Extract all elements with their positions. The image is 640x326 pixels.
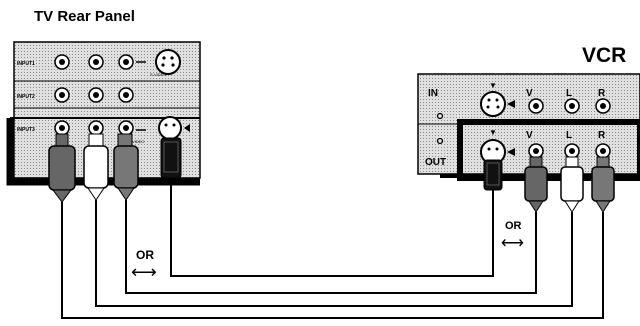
vcr-in-v-label: V — [526, 88, 533, 99]
tv-input2-label: INPUT2 — [17, 94, 35, 100]
vcr-plug-audio-right — [591, 156, 615, 213]
tv-row3-jacks — [54, 116, 190, 140]
vcr-screw-top — [436, 112, 444, 120]
tv-row2-jacks — [54, 87, 134, 103]
cable-audio-left — [95, 200, 573, 307]
vcr-screw-bottom — [436, 137, 444, 145]
tv-plug-audio-left — [83, 133, 109, 201]
vcr-out-r-label: R — [598, 130, 606, 141]
tv-plug-audio-right — [113, 133, 139, 201]
tv-svideo-label-top: S-VIDEO — [150, 72, 166, 77]
vcr-out-label: OUT — [425, 157, 446, 168]
or-arrow-left: ⟷ — [131, 262, 157, 282]
tv-plug-video — [48, 133, 76, 203]
or-label-left: OR — [136, 248, 154, 262]
tv-row1-jacks — [54, 49, 181, 75]
tv-panel-title: TV Rear Panel — [34, 8, 135, 25]
cable-video — [125, 200, 537, 294]
vcr-title: VCR — [582, 44, 627, 67]
vcr-plug-audio-left — [560, 156, 584, 213]
vcr-out-l-label: L — [566, 130, 572, 141]
cable-svideo — [170, 178, 494, 277]
vcr-out-svideo-mark: ▼ — [489, 128, 497, 137]
cables — [61, 178, 604, 319]
vcr-in-svideo-mark: ▼ — [489, 81, 497, 90]
tv-input3-label: INPUT3 — [17, 127, 35, 133]
vcr-in-label: IN — [428, 88, 438, 99]
or-label-right: OR — [505, 220, 522, 232]
vcr-out-v-label: V — [526, 130, 533, 141]
vcr-plug-svideo — [483, 159, 503, 191]
tv-input1-label: INPUT1 — [17, 61, 35, 67]
vcr-in-l-label: L — [566, 88, 572, 99]
vcr-in-jacks — [480, 91, 611, 117]
vcr-plug-video — [524, 156, 548, 213]
cable-audio-right — [61, 202, 604, 319]
vcr-in-r-label: R — [598, 88, 606, 99]
tv-plug-svideo — [160, 137, 182, 179]
tv-svideo-label-bottom: S-VIDEO — [128, 139, 144, 144]
or-arrow-right: ⟷ — [501, 235, 524, 252]
